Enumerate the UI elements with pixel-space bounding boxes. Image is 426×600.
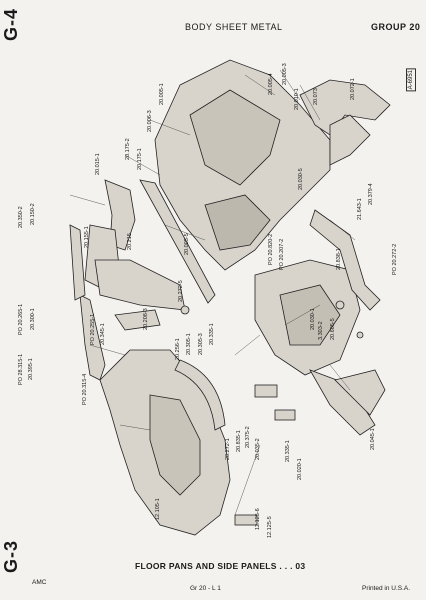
section-tab-bottom: G-3	[1, 540, 21, 574]
part-label: 12.125-6	[255, 508, 261, 530]
part-label: 20.335-1	[209, 323, 215, 345]
rear-frame-rail	[299, 79, 391, 136]
part-label: 20.005-4	[268, 73, 274, 95]
part-label: 20.345-1	[100, 323, 106, 345]
part-label: 20.150-2	[30, 203, 36, 225]
part-label: PO 20.207-2	[279, 238, 285, 270]
rear-side-rail	[309, 209, 381, 311]
part-label: 20.272-1	[225, 438, 231, 460]
group-label: GROUP 20	[371, 22, 421, 32]
part-label: 20.395-1	[28, 358, 34, 380]
print-note: Printed in U.S.A.	[362, 585, 411, 592]
bracket-a	[254, 384, 278, 398]
part-label: 20.305-3	[198, 333, 204, 355]
part-label: 20.215	[127, 233, 133, 250]
part-label: PO 20.820-2	[268, 233, 274, 265]
cowl-side	[94, 259, 186, 311]
bracket-c	[234, 514, 258, 526]
part-label: 20.838-1	[336, 248, 342, 270]
part-label: 20.379-4	[368, 183, 374, 205]
part-label: 3.303-2	[318, 321, 324, 340]
part-label: PO 20.272-2	[392, 243, 398, 275]
part-label: 20.155-1	[84, 226, 90, 248]
part-label: 20.020-1	[297, 458, 303, 480]
fastener	[180, 305, 190, 315]
figure-caption: FLOOR PANS AND SIDE PANELS . . . 03	[135, 561, 306, 571]
part-label: 20.030-5	[298, 168, 304, 190]
part-label: 20.375-2	[245, 426, 251, 448]
part-label: 20.072-1	[350, 78, 356, 100]
part-label: 20.006-3	[147, 110, 153, 132]
maker-mark: AMC	[32, 579, 47, 586]
section-tab-top: G-4	[1, 8, 21, 42]
part-label: 21.643-1	[357, 198, 363, 220]
lower-rail	[334, 369, 386, 416]
part-label: 20.300-1	[30, 308, 36, 330]
part-label: 12.105-1	[155, 498, 161, 520]
part-label: 20.045-1	[370, 428, 376, 450]
part-label: 20.208-3	[143, 308, 149, 330]
page-reference: Gr 20 - L 1	[190, 585, 221, 592]
window-frame	[79, 294, 106, 381]
part-label: 20.015-1	[95, 153, 101, 175]
part-label: 20.073	[313, 88, 319, 105]
part-label: 20.035-2	[255, 438, 261, 460]
part-label: PO 28.315-1	[18, 353, 24, 385]
part-label: 20.005-3	[282, 63, 288, 85]
part-label: 20.005-5	[184, 233, 190, 255]
part-label: PO 20.315-4	[82, 373, 88, 405]
part-label: 20.605-5	[330, 318, 336, 340]
part-label: PO 20.265-1	[18, 303, 24, 335]
part-label: 20.175-2	[125, 138, 131, 160]
part-label: 20.272-5	[178, 280, 184, 302]
part-label: 20.030-1	[310, 308, 316, 330]
page-title: BODY SHEET METAL	[185, 22, 283, 32]
exploded-parts-diagram	[69, 59, 391, 536]
part-label: 12.125-5	[267, 516, 273, 538]
rocker-sill	[139, 179, 216, 304]
bracket-b	[274, 409, 296, 421]
part-label: 20.335-1	[285, 440, 291, 462]
part-label: 20.350-2	[18, 206, 24, 228]
part-label: 20.175-1	[137, 148, 143, 170]
part-label: 20.256-1	[175, 338, 181, 360]
part-label: 20.305-1	[186, 333, 192, 355]
part-label: 20.835-1	[236, 430, 242, 452]
part-label: 20.010-1	[294, 88, 300, 110]
part-label: 20.005-1	[159, 83, 165, 105]
part-label: PO 20.255-1	[90, 313, 96, 345]
wheel-arch	[174, 359, 226, 431]
